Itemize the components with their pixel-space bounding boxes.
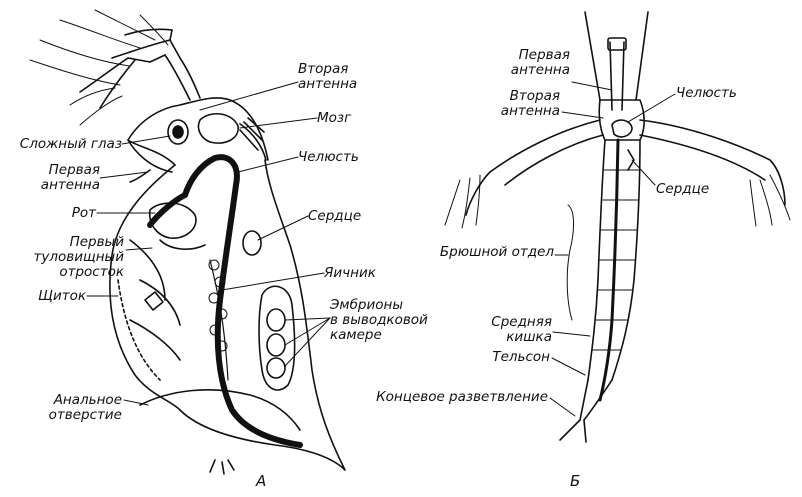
label-heart-a: Сердце	[308, 208, 362, 224]
heart-b	[627, 149, 635, 171]
label-mouth: Рот	[71, 205, 96, 221]
brood-chamber	[258, 285, 296, 391]
label-line: Средняя	[491, 314, 552, 330]
label-second-antenna-a: Вторая антенна	[298, 62, 357, 92]
label-line: Анальное	[53, 392, 122, 408]
label-line: Вторая	[298, 61, 349, 77]
label-line: отросток	[59, 264, 124, 280]
gut	[182, 154, 303, 448]
panel-letter-a: А	[256, 472, 267, 490]
second-antenna-stalk	[164, 54, 201, 101]
label-heart-b: Сердце	[656, 181, 710, 197]
label-ovary: Яичник	[324, 265, 376, 281]
jaw-b	[611, 119, 633, 138]
second-antenna-right	[639, 119, 786, 206]
label-jaw-a: Челюсть	[298, 149, 359, 165]
label-line: Эмбрионы	[330, 297, 404, 313]
label-line: антенна	[500, 103, 560, 119]
label-first-antenna-b: Первая антенна	[470, 48, 570, 78]
embryo	[266, 357, 286, 379]
label-compound-eye: Сложный глаз	[19, 136, 122, 152]
brain	[197, 113, 239, 144]
carapace-outline	[109, 159, 346, 471]
thorax-b	[587, 139, 641, 381]
label-midgut: Средняя кишка	[450, 315, 552, 345]
label-line: туловищный	[33, 249, 124, 265]
first-antenna	[129, 169, 151, 183]
label-brain: Мозг	[317, 110, 352, 126]
telson-b	[579, 379, 613, 421]
label-first-antenna-a: Первая антенна	[10, 163, 100, 193]
label-carapace: Щиток	[38, 288, 86, 304]
label-first-trunk-appendage: Первый туловищный отросток	[4, 235, 124, 280]
ovary	[209, 259, 229, 381]
embryo	[266, 333, 286, 357]
label-line: в выводковой	[330, 312, 428, 328]
mouth-parts	[148, 202, 197, 239]
label-furca: Концевое разветвление	[376, 389, 548, 405]
label-line: антенна	[298, 76, 358, 92]
label-line: антенна	[40, 177, 100, 193]
postabdomen	[139, 389, 301, 431]
label-embryos: Эмбрионы в выводковой камере	[330, 298, 428, 343]
embryo	[266, 308, 286, 332]
second-antenna-left	[465, 119, 601, 216]
compound-eye	[167, 119, 189, 145]
label-line: отверстие	[48, 407, 122, 423]
label-line: Вторая	[509, 88, 560, 104]
label-telson: Тельсон	[492, 349, 550, 365]
furca-b	[559, 419, 587, 443]
head-outline	[127, 97, 269, 166]
label-line: Первая	[518, 47, 570, 63]
first-antenna-b	[609, 41, 625, 111]
label-jaw-b: Челюсть	[676, 85, 737, 101]
label-line: Первый	[69, 234, 124, 250]
crustacean-b-drawing	[444, 11, 791, 443]
heart	[242, 230, 262, 256]
daphnia-drawing	[29, 9, 346, 475]
midgut-b	[598, 138, 620, 402]
label-anal-opening: Анальное отверстие	[30, 393, 122, 423]
label-line: камере	[330, 327, 382, 343]
label-abdomen: Брюшной отдел	[439, 244, 554, 260]
panel-letter-b: Б	[570, 472, 581, 490]
label-line: Первая	[48, 162, 100, 178]
abdomen-bracket	[566, 204, 574, 321]
label-line: антенна	[510, 62, 570, 78]
label-second-antenna-b: Вторая антенна	[460, 89, 560, 119]
label-line: кишка	[506, 329, 552, 345]
